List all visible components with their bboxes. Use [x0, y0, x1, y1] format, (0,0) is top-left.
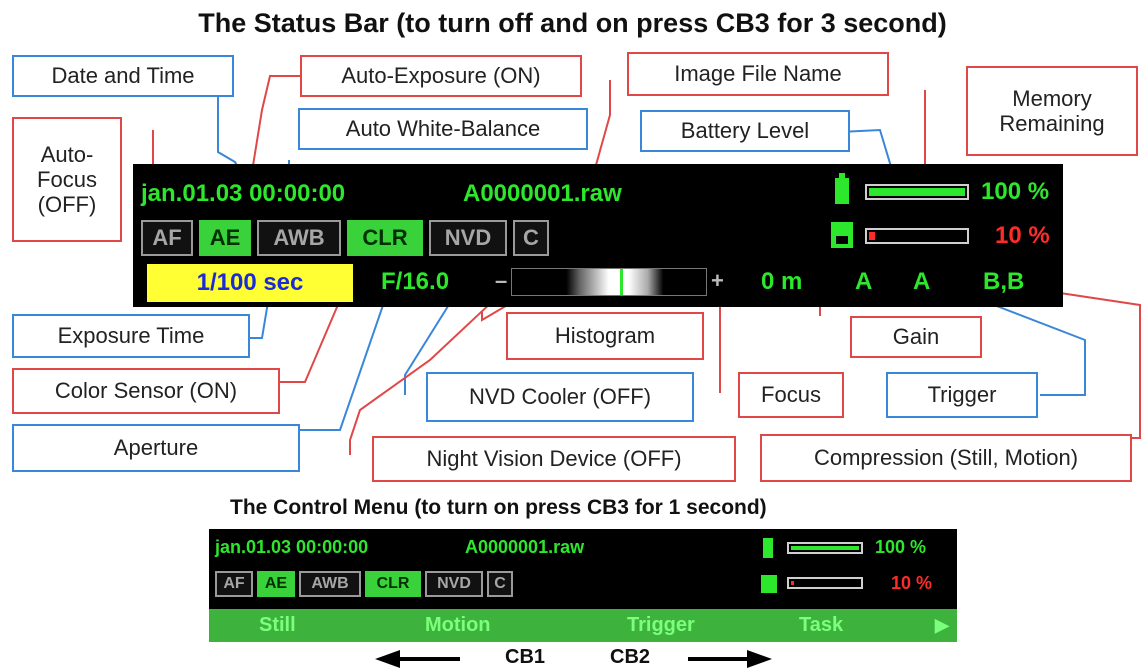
- label-night-vision-device: Night Vision Device (OFF): [372, 436, 736, 482]
- menu-toggle-nvd[interactable]: NVD: [425, 571, 483, 597]
- right-arrow-icon: [688, 650, 772, 668]
- status-datetime: jan.01.03 00:00:00: [141, 180, 346, 207]
- aperture-value: F/16.0: [381, 268, 450, 295]
- menu-memory-icon: [761, 575, 777, 593]
- battery-level-bar: [865, 184, 969, 200]
- menu-toggle-c[interactable]: C: [487, 571, 513, 597]
- toggle-c[interactable]: C: [513, 220, 549, 256]
- status-filename: A0000001.raw: [463, 180, 622, 207]
- label-auto-focus: Auto-Focus (OFF): [12, 117, 122, 242]
- control-menu-title: The Control Menu (to turn on press CB3 f…: [230, 496, 767, 519]
- menu-item-motion[interactable]: Motion: [425, 614, 491, 636]
- menu-memory-bar: [787, 577, 863, 589]
- toggle-af[interactable]: AF: [141, 220, 193, 256]
- battery-percent: 100 %: [981, 178, 1050, 205]
- menu-toggle-awb[interactable]: AWB: [299, 571, 361, 597]
- menu-toggle-ae[interactable]: AE: [257, 571, 295, 597]
- battery-icon: [835, 173, 849, 204]
- label-date-time: Date and Time: [12, 55, 234, 97]
- status-bar-title: The Status Bar (to turn off and on press…: [198, 8, 947, 38]
- histogram: [511, 268, 707, 296]
- toggle-ae[interactable]: AE: [199, 220, 251, 256]
- menu-battery-icon: [763, 538, 773, 558]
- memory-level-bar: [865, 228, 969, 244]
- menu-items-bar: Still Motion Trigger Task ▶: [209, 609, 957, 642]
- menu-memory-percent: 10 %: [891, 573, 933, 593]
- menu-datetime: jan.01.03 00:00:00: [215, 537, 369, 557]
- menu-battery-bar: [787, 542, 863, 554]
- left-arrow-icon: [375, 650, 460, 668]
- label-exposure-time: Exposure Time: [12, 314, 250, 358]
- label-trigger: Trigger: [886, 372, 1038, 418]
- menu-toggle-clr[interactable]: CLR: [365, 571, 421, 597]
- memory-percent: 10 %: [995, 222, 1050, 249]
- compression-value: B,B: [983, 268, 1025, 295]
- label-auto-white-balance: Auto White-Balance: [298, 108, 588, 150]
- histogram-plus: +: [711, 268, 724, 293]
- focus-value: 0 m: [761, 268, 803, 295]
- menu-next-arrow-icon[interactable]: ▶: [935, 615, 949, 635]
- label-nvd-cooler: NVD Cooler (OFF): [426, 372, 694, 422]
- trigger-value: A: [913, 268, 931, 295]
- status-bar-screen: jan.01.03 00:00:00 A0000001.raw 100 % 10…: [133, 164, 1063, 307]
- menu-toggle-af[interactable]: AF: [215, 571, 253, 597]
- label-auto-exposure: Auto-Exposure (ON): [300, 55, 582, 97]
- histogram-minus: –: [495, 268, 508, 293]
- menu-item-still[interactable]: Still: [259, 614, 296, 636]
- menu-item-trigger[interactable]: Trigger: [627, 614, 695, 636]
- label-gain: Gain: [850, 316, 982, 358]
- memory-card-icon: [831, 222, 853, 248]
- toggle-clr[interactable]: CLR: [347, 220, 423, 256]
- exposure-time-value: 1/100 sec: [147, 264, 353, 302]
- label-aperture: Aperture: [12, 424, 300, 472]
- toggle-awb[interactable]: AWB: [257, 220, 341, 256]
- cb1-label: CB1: [505, 646, 546, 668]
- cb2-label: CB2: [610, 646, 651, 668]
- menu-filename: A0000001.raw: [465, 537, 585, 557]
- label-memory-remaining: Memory Remaining: [966, 66, 1138, 156]
- toggle-nvd[interactable]: NVD: [429, 220, 507, 256]
- label-focus: Focus: [738, 372, 844, 418]
- label-image-file-name: Image File Name: [627, 52, 889, 96]
- label-battery-level: Battery Level: [640, 110, 850, 152]
- label-color-sensor: Color Sensor (ON): [12, 368, 280, 414]
- control-menu-screen: jan.01.03 00:00:00 A0000001.raw 100 % 10…: [209, 529, 957, 642]
- menu-battery-percent: 100 %: [875, 537, 927, 557]
- menu-item-task[interactable]: Task: [799, 614, 844, 636]
- gain-value: A: [855, 268, 873, 295]
- label-compression: Compression (Still, Motion): [760, 434, 1132, 482]
- label-histogram: Histogram: [506, 312, 704, 360]
